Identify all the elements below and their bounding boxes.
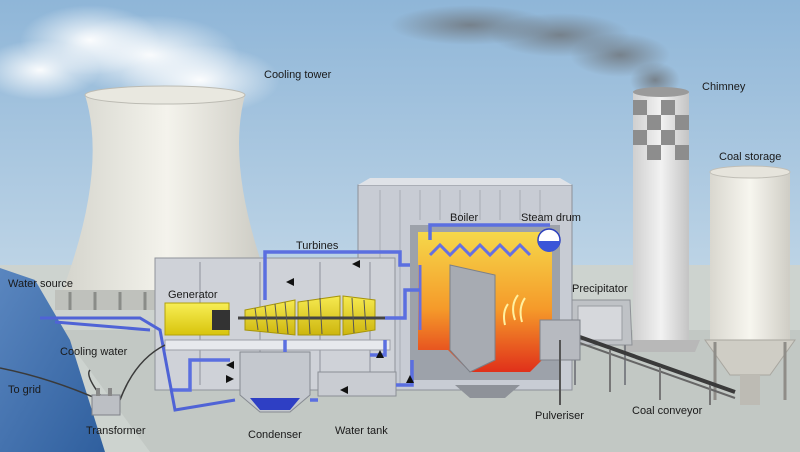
cooling-water-pipes bbox=[40, 316, 236, 412]
flow-arrows bbox=[226, 260, 414, 394]
coal-conveyor bbox=[559, 328, 736, 405]
boiler-house bbox=[357, 178, 573, 398]
coal-storage-silo bbox=[704, 165, 796, 405]
label-precipitator: Precipitator bbox=[572, 283, 628, 295]
label-boiler: Boiler bbox=[450, 212, 479, 224]
chimney bbox=[620, 87, 700, 352]
precipitator bbox=[567, 299, 633, 385]
label-water-source: Water source bbox=[8, 278, 74, 290]
pulveriser bbox=[539, 319, 581, 405]
water-tank bbox=[317, 371, 397, 397]
steam-water-pipes bbox=[170, 223, 550, 402]
label-transformer: Transformer bbox=[86, 425, 146, 437]
water-source-reservoir bbox=[0, 268, 105, 452]
transformer-unit bbox=[91, 388, 121, 416]
label-cooling-tower: Cooling tower bbox=[264, 69, 332, 81]
label-steam-drum: Steam drum bbox=[521, 212, 581, 224]
label-pulveriser: Pulveriser bbox=[535, 410, 584, 422]
label-to-grid: To grid bbox=[8, 384, 42, 396]
label-chimney: Chimney bbox=[702, 81, 746, 93]
label-cooling-water: Cooling water bbox=[60, 346, 128, 358]
label-coal-conveyor: Coal conveyor bbox=[632, 405, 703, 417]
condenser bbox=[239, 351, 311, 413]
label-condenser: Condenser bbox=[248, 429, 302, 441]
turbine-units bbox=[238, 295, 385, 336]
label-coal-storage: Coal storage bbox=[719, 151, 782, 163]
chimney-smoke bbox=[390, 5, 680, 98]
label-water-tank: Water tank bbox=[335, 425, 388, 437]
steam-cloud bbox=[0, 5, 280, 115]
label-turbines: Turbines bbox=[296, 240, 339, 252]
label-generator: Generator bbox=[168, 289, 218, 301]
